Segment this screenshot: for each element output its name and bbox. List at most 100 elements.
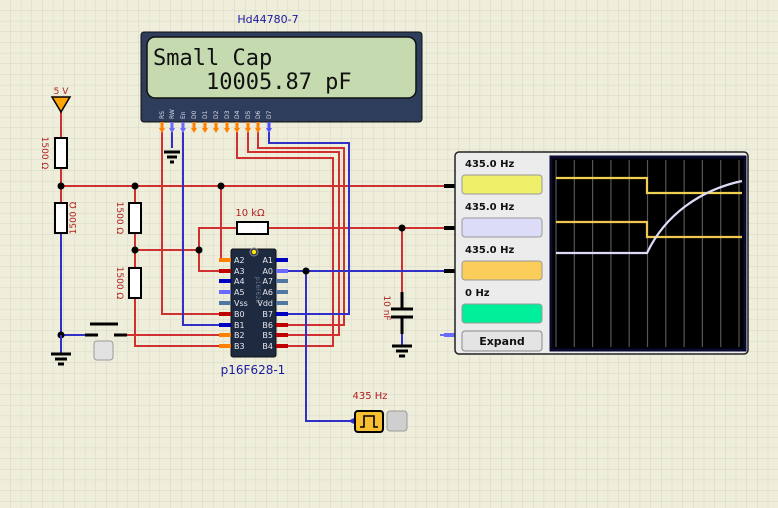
- mcu-pin-b4[interactable]: B4: [262, 342, 288, 351]
- wire: [220, 186, 222, 261]
- mcu-pin-b1[interactable]: B1: [219, 321, 245, 330]
- resistor-label: 1500 Ω: [114, 267, 124, 300]
- channel-color-swatch[interactable]: [461, 260, 543, 281]
- scope-channel-4[interactable]: 0 Hz: [461, 288, 543, 324]
- pin1-indicator: [251, 249, 257, 255]
- resistor-r3[interactable]: 1500 Ω: [114, 202, 142, 235]
- lcd-pin-label: D1: [202, 110, 209, 119]
- lcd-pin-en[interactable]: En: [180, 111, 187, 133]
- mcu-pin-vss[interactable]: Vss: [219, 299, 248, 308]
- mcu-pin-b7[interactable]: B7: [262, 310, 288, 319]
- scope-channel-3[interactable]: 435.0 Hz: [461, 245, 543, 281]
- push-button-cap[interactable]: [93, 340, 114, 361]
- lcd-pin-d5[interactable]: D5: [245, 110, 252, 133]
- junction: [217, 182, 225, 190]
- scope-channel-2[interactable]: 435.0 Hz: [461, 202, 543, 238]
- lcd-pin-label: D5: [245, 110, 252, 119]
- voltage-source-icon: [50, 96, 72, 114]
- mcu-pin-label: B1: [234, 321, 245, 330]
- channel-frequency: 435.0 Hz: [465, 245, 514, 256]
- mcu-pin-label: A5: [234, 288, 245, 297]
- mcu-pin-a5[interactable]: A5: [219, 288, 245, 297]
- lcd-pin-d7[interactable]: D7: [266, 110, 273, 133]
- channel-color-swatch[interactable]: [461, 303, 543, 324]
- mcu-pin-a2[interactable]: A2: [219, 256, 245, 265]
- mcu-pin-a7[interactable]: A7: [262, 277, 288, 286]
- mcu-pin-b6[interactable]: B6: [262, 321, 288, 330]
- scope-channels: 435.0 Hz 435.0 Hz 435.0 Hz 0 Hz: [461, 159, 543, 324]
- generator-label: 435 Hz: [352, 391, 387, 402]
- lcd-pin-d3[interactable]: D3: [224, 110, 231, 133]
- lcd-title: Hd44780-7: [237, 13, 298, 26]
- mcu-pin-label: A3: [234, 267, 245, 276]
- mcu-pin-label: B3: [234, 342, 245, 351]
- lcd-pin-d4[interactable]: D4: [234, 110, 241, 133]
- mcu-pin-a1[interactable]: A1: [262, 256, 288, 265]
- wire: [135, 249, 220, 272]
- mcu-pin-label: B5: [262, 331, 273, 340]
- junction: [302, 267, 310, 275]
- expand-button[interactable]: [461, 330, 543, 352]
- wire: [305, 271, 355, 422]
- mcu-pin-label: A2: [234, 256, 245, 265]
- capacitor[interactable]: 10 nF: [381, 292, 413, 334]
- capacitor-label: 10 nF: [381, 295, 391, 320]
- resistor-r5[interactable]: 10 kΩ: [235, 208, 269, 235]
- lcd-pin-d1[interactable]: D1: [202, 110, 209, 133]
- resistor-label: 1500 Ω: [114, 202, 124, 235]
- mcu-pin-vdd[interactable]: Vdd: [257, 299, 288, 308]
- resistor-label: 10 kΩ: [235, 208, 265, 219]
- lcd-line-2: 10005.87 pF: [153, 70, 352, 95]
- resistor-r2[interactable]: 1500 Ω: [54, 202, 79, 235]
- mcu-pin-b5[interactable]: B5: [262, 331, 288, 340]
- mcu-pin-a6[interactable]: A6: [262, 288, 288, 297]
- mcu-body-text: p16F628: [254, 277, 261, 304]
- generator-toggle[interactable]: [386, 410, 408, 432]
- lcd-pin-rs[interactable]: RS: [159, 111, 166, 133]
- resistor-r4[interactable]: 1500 Ω: [114, 267, 142, 300]
- channel-frequency: 435.0 Hz: [465, 202, 514, 213]
- junction: [57, 182, 65, 190]
- lcd-pin-d0[interactable]: D0: [191, 110, 198, 133]
- channel-color-swatch[interactable]: [461, 174, 543, 195]
- mcu-pin-b0[interactable]: B0: [219, 310, 245, 319]
- mcu-pin-a0[interactable]: A0: [262, 267, 288, 276]
- junction: [131, 182, 139, 190]
- mcu-pin-a3[interactable]: A3: [219, 267, 245, 276]
- source-label: 5 V: [54, 87, 70, 97]
- mcu-pin-label: A4: [234, 277, 245, 286]
- junction: [195, 246, 203, 254]
- mcu-pin-label: Vss: [234, 299, 248, 308]
- lcd-pin-label: D6: [255, 110, 262, 119]
- resistor-r1[interactable]: 1500 Ω: [39, 137, 68, 170]
- mcu-pin-b2[interactable]: B2: [219, 331, 245, 340]
- channel-color-swatch[interactable]: [461, 217, 543, 238]
- push-button[interactable]: [85, 322, 127, 361]
- scope-channel-1[interactable]: 435.0 Hz: [461, 159, 543, 195]
- lcd-pin-label: D0: [191, 110, 198, 119]
- clock-generator[interactable]: 435 Hz: [348, 391, 408, 433]
- voltage-source-5v[interactable]: 5 V: [50, 87, 72, 114]
- mcu-pin-b3[interactable]: B3: [219, 342, 245, 351]
- mcu-pin-a4[interactable]: A4: [219, 277, 245, 286]
- lcd-pin-rw[interactable]: RW: [169, 109, 176, 133]
- scope-input-pins: [444, 184, 455, 337]
- trace-3: [556, 220, 742, 239]
- wire: [247, 132, 340, 336]
- lcd-pin-d2[interactable]: D2: [213, 110, 220, 133]
- lcd-screen: [146, 36, 417, 99]
- mcu-pin-label: B7: [262, 310, 273, 319]
- ground-icon: [51, 335, 71, 366]
- junction: [398, 224, 406, 232]
- lcd-pin-label: D2: [213, 110, 220, 119]
- lcd-pin-d6[interactable]: D6: [255, 110, 262, 133]
- mcu-pin-label: A7: [262, 277, 273, 286]
- mcu-pin-label: A0: [262, 267, 273, 276]
- mcu-pin-label: B0: [234, 310, 245, 319]
- wire: [268, 132, 350, 315]
